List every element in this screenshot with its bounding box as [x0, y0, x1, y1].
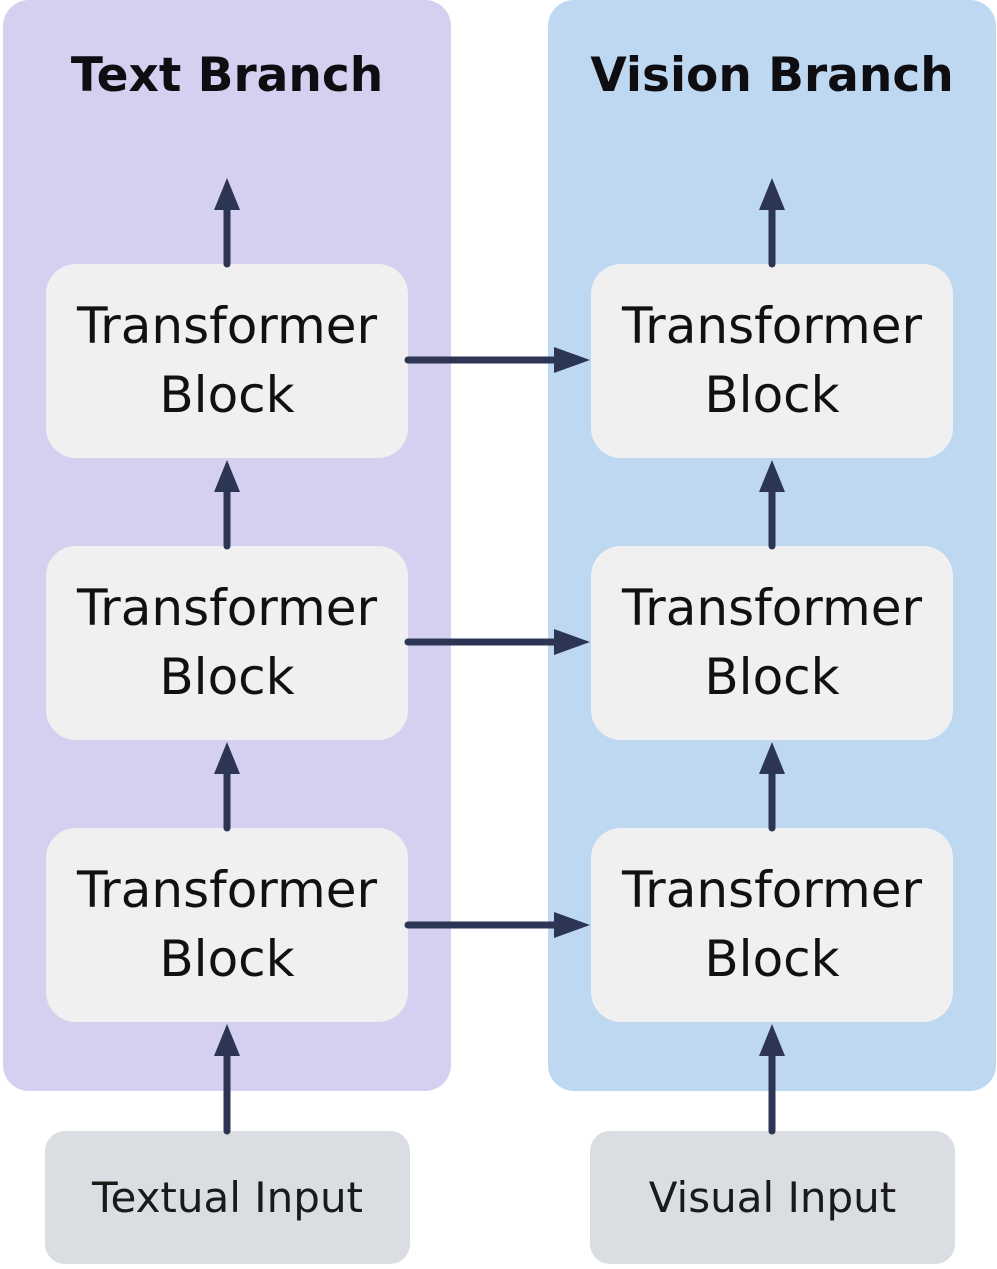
block-label-line1: Transformer [621, 861, 923, 919]
arrow-cross-top [404, 347, 590, 373]
arrow-text-input-to-block [214, 1024, 240, 1135]
block-label-line2: Block [704, 648, 840, 706]
vision-branch-title: Vision Branch [590, 48, 954, 103]
text-branch-title: Text Branch [70, 48, 384, 103]
block-label-line1: Transformer [621, 579, 923, 637]
arrow-visual-input-to-block [759, 1024, 785, 1135]
arrow-text-block-middle-to-top [214, 460, 240, 550]
block-label-line2: Block [159, 930, 295, 988]
arrow-text-block-bottom-to-middle [214, 742, 240, 832]
textual-input-box: Textual Input [45, 1131, 410, 1264]
block-label-line2: Block [704, 366, 840, 424]
block-label-line1: Transformer [621, 297, 923, 355]
block-label-line1: Transformer [76, 861, 378, 919]
block-label-line1: Transformer [76, 297, 378, 355]
arrow-vision-block-middle-to-top [759, 460, 785, 550]
arrow-cross-middle [404, 629, 590, 655]
arrow-vision-block-bottom-to-middle [759, 742, 785, 832]
visual-input-box: Visual Input [590, 1131, 955, 1264]
block-label-line2: Block [159, 366, 295, 424]
block-label-line1: Transformer [76, 579, 378, 637]
arrow-vision-output [759, 178, 785, 268]
arrow-text-output [214, 178, 240, 268]
arrow-cross-bottom [404, 912, 590, 938]
block-label-line2: Block [159, 648, 295, 706]
block-label-line2: Block [704, 930, 840, 988]
